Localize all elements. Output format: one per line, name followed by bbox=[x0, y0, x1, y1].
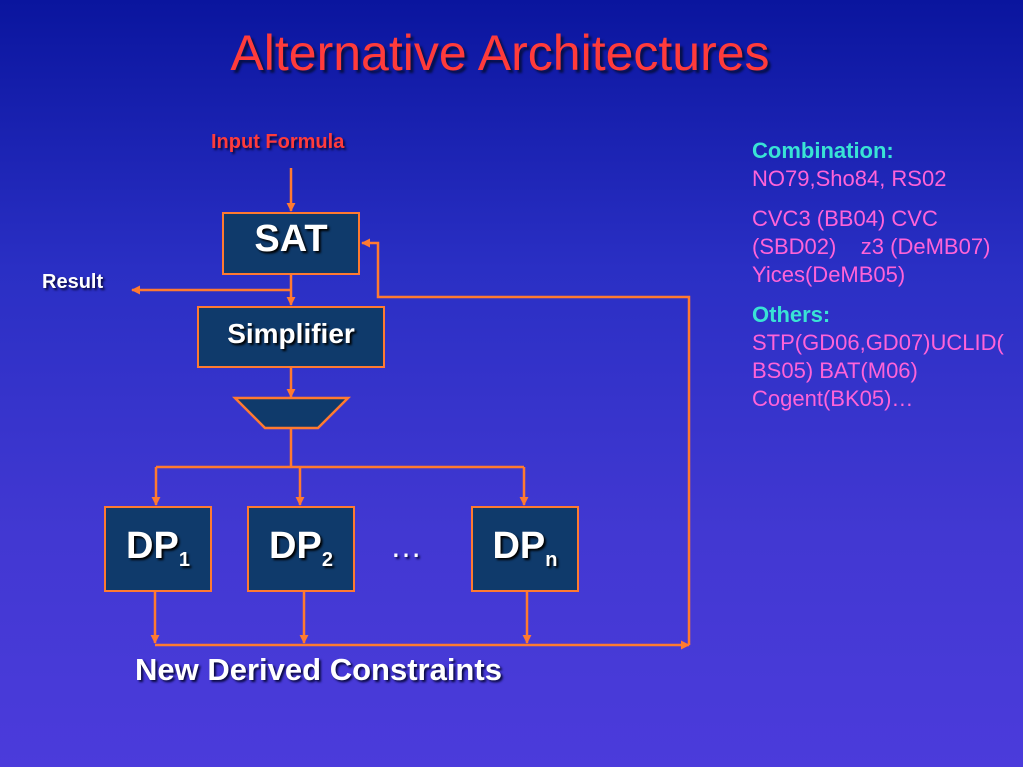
notes-panel: Combination: NO79,Sho84, RS02 CVC3 (BB04… bbox=[752, 137, 1007, 425]
sat-box: SAT bbox=[222, 212, 360, 275]
new-derived-constraints-label: New Derived Constraints bbox=[135, 652, 502, 687]
dp2-box: DP2 bbox=[247, 506, 355, 592]
combination-line1: NO79,Sho84, RS02 bbox=[752, 166, 947, 191]
dispatcher-trapezoid bbox=[231, 396, 352, 430]
simplifier-box: Simplifier bbox=[197, 306, 385, 368]
dp2-subscript: 2 bbox=[321, 549, 333, 571]
result-label: Result bbox=[42, 271, 104, 293]
combination-heading: Combination: bbox=[752, 138, 894, 163]
others-heading: Others: bbox=[752, 302, 831, 327]
ellipsis: … bbox=[390, 528, 422, 564]
dp1-label: DP bbox=[126, 525, 179, 567]
dp1-box: DP1 bbox=[104, 506, 212, 592]
dpn-label: DP bbox=[492, 525, 546, 567]
combination-line2: CVC3 (BB04) CVC (SBD02) z3 (DeMB07) Yice… bbox=[752, 206, 997, 287]
dpn-box: DPn bbox=[471, 506, 579, 592]
slide-title: Alternative Architectures bbox=[230, 25, 770, 81]
simplifier-label: Simplifier bbox=[227, 318, 355, 349]
others-text: STP(GD06,GD07)UCLID(BS05) BAT(M06) Cogen… bbox=[752, 330, 1004, 411]
sat-label: SAT bbox=[254, 218, 328, 260]
input-formula-label: Input Formula bbox=[211, 131, 345, 153]
dpn-subscript: n bbox=[545, 549, 558, 571]
dp1-subscript: 1 bbox=[178, 549, 190, 571]
feedback-loop-arrow bbox=[361, 238, 691, 645]
dp2-label: DP bbox=[269, 525, 322, 567]
